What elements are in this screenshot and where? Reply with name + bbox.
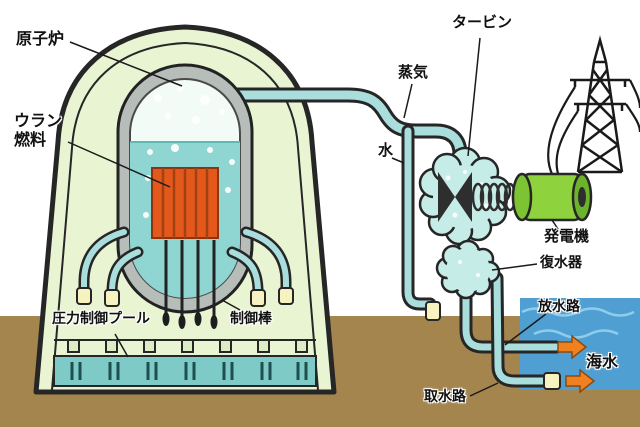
- steam-pipe: [220, 87, 468, 168]
- label-steam: 蒸気: [398, 64, 429, 81]
- pointer-intake: [469, 382, 499, 397]
- pointer-lines: [67, 37, 561, 397]
- label-intake-channel: 取水路: [424, 388, 466, 404]
- label-water: 水: [378, 142, 394, 159]
- pool-quenchers: [70, 362, 308, 380]
- label-generator: 発電機: [544, 228, 590, 245]
- label-seawater: 海水: [586, 354, 619, 371]
- pointer-generator: [551, 219, 561, 233]
- reactor-vessel: [116, 63, 254, 329]
- label-control-rods: 制御棒: [230, 310, 272, 326]
- intake-nozzle: [543, 372, 561, 390]
- fuel-assembly: [151, 167, 219, 239]
- pointer-water: [391, 157, 405, 164]
- control-rods: [162, 240, 218, 329]
- condenser: [435, 239, 501, 300]
- vent-nozzle: [278, 287, 294, 305]
- vent-pipes: [76, 226, 294, 307]
- pointer-steam: [403, 83, 413, 119]
- label-pressure-pool: 圧力制御プール: [52, 310, 150, 326]
- vent-nozzle: [250, 289, 266, 307]
- generator-shaft-end: [578, 187, 586, 207]
- discharge-arrow-icon: [557, 334, 588, 360]
- pointer-rods: [221, 299, 241, 311]
- label-reactor: 原子炉: [16, 31, 65, 48]
- transmission-tower: [547, 35, 640, 181]
- pointer-fuel: [67, 141, 171, 188]
- pointer-discharge: [504, 313, 547, 346]
- pointer-pool: [114, 333, 129, 358]
- suppression-pool: [53, 339, 317, 387]
- pointer-condenser: [491, 263, 538, 271]
- water-pipe: [401, 124, 441, 321]
- water-pipe-nozzle: [425, 301, 441, 321]
- vent-nozzle: [104, 289, 120, 307]
- turbine: [418, 146, 526, 246]
- wave: [521, 307, 635, 317]
- label-condenser: 復水器: [540, 254, 582, 270]
- vent-headers: [67, 339, 308, 353]
- pointer-turbine: [467, 37, 481, 157]
- pointer-reactor: [69, 41, 183, 87]
- generator: [511, 172, 593, 222]
- label-uranium-fuel: ウラン燃料: [14, 113, 63, 150]
- wave: [533, 329, 619, 339]
- label-turbine: タービン: [452, 14, 513, 31]
- vent-nozzle: [76, 287, 92, 305]
- label-discharge-channel: 放水路: [538, 298, 580, 314]
- intake-arrow-icon: [565, 368, 596, 394]
- turbine-blades-icon: [438, 172, 472, 222]
